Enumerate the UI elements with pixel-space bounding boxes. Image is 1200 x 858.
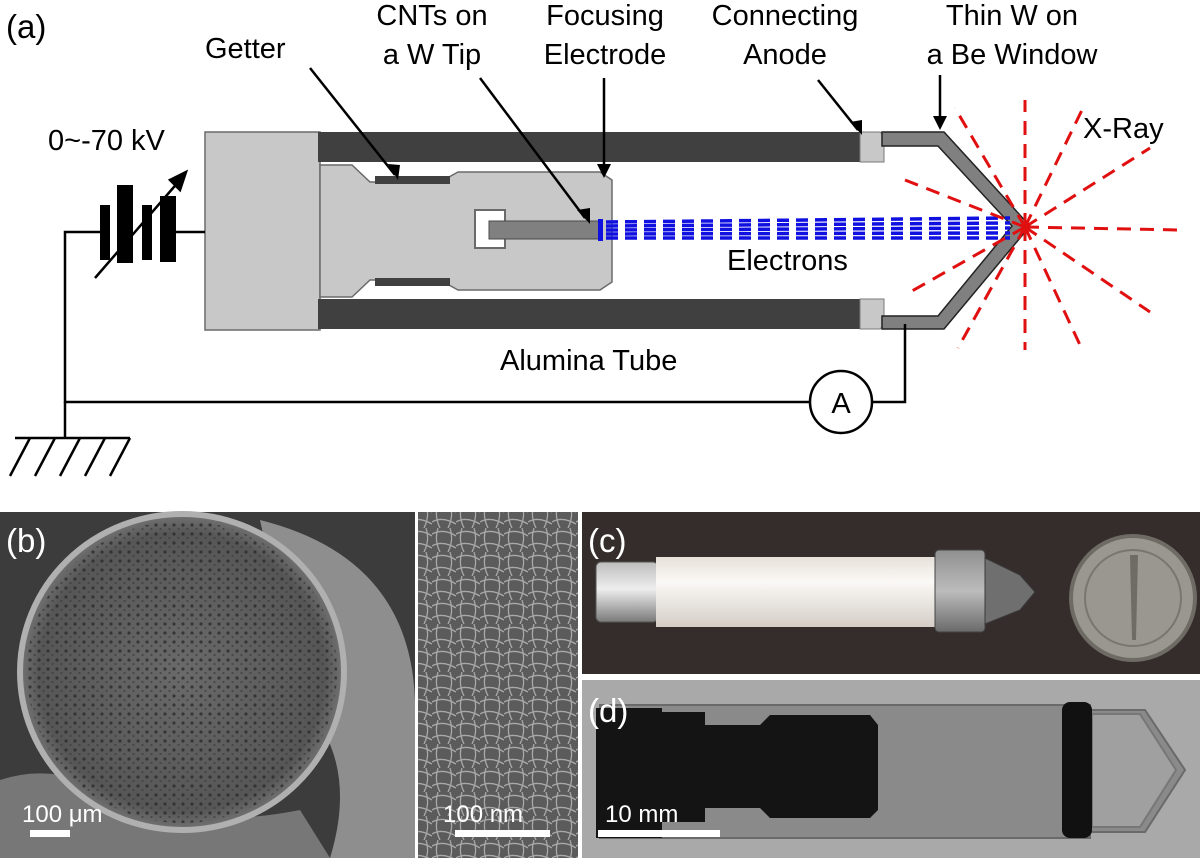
xray-anode-ring (1062, 702, 1092, 838)
connecting-anode-bottom (859, 298, 885, 330)
label-voltage: 0~-70 kV (48, 125, 166, 157)
label-focusing-2: Electrode (544, 39, 667, 71)
label-getter: Getter (205, 33, 286, 65)
label-arrowheads (388, 116, 947, 224)
scalebar-d-label: 10 mm (605, 801, 678, 828)
scalebar-b-left-label: 100 μm (22, 801, 103, 828)
panel-label-d: (d) (588, 692, 628, 729)
xray-cathode-assembly (596, 708, 878, 838)
sem-porous-texture (27, 521, 337, 823)
panel-label-c: (c) (588, 522, 626, 559)
cathode-assembly (204, 131, 321, 331)
label-pointers (309, 67, 942, 219)
anode-window (881, 131, 1031, 330)
w-tip (488, 220, 600, 240)
dime-torch-icon (1130, 555, 1138, 640)
label-thinw-1: Thin W on (946, 0, 1078, 32)
xray-rays (904, 100, 1181, 350)
variable-arrow-icon (94, 169, 189, 279)
tube-cathode-cap (595, 561, 659, 623)
scalebar-b-left (30, 830, 70, 837)
battery-icon (100, 185, 176, 263)
divider-cd (582, 674, 1200, 680)
panel-d: (d) 10 mm (582, 680, 1200, 858)
tube-anode-cone (984, 557, 1036, 625)
scalebar-b-right (455, 830, 550, 837)
alumina-tube-bottom (318, 299, 861, 329)
getter-bottom (375, 278, 450, 286)
tube-ceramic-body (656, 557, 941, 627)
ammeter-label: A (831, 388, 851, 420)
label-focusing-1: Focusing (546, 0, 664, 32)
label-thinw-2: a Be Window (927, 39, 1099, 71)
cnt-emitter (598, 219, 603, 241)
dime-coin-inner (1084, 549, 1182, 647)
getter-top (375, 176, 450, 184)
label-alumina: Alumina Tube (500, 345, 677, 377)
divider-vertical (578, 512, 582, 858)
label-connecting-2: Anode (743, 39, 827, 71)
label-electrons: Electrons (727, 245, 848, 277)
divider-b (415, 512, 418, 858)
label-connecting-1: Connecting (712, 0, 859, 32)
panel-label-b: (b) (6, 522, 46, 559)
label-cnts-2: a W Tip (383, 39, 481, 71)
connecting-anode-top (859, 131, 885, 163)
electron-beam (605, 216, 1011, 240)
scalebar-b-right-label: 100 nm (443, 801, 523, 828)
panel-c: (c) (582, 512, 1200, 674)
scalebar-d (598, 830, 720, 837)
tube-anode-ring (934, 549, 986, 633)
ammeter-icon (808, 369, 874, 435)
label-cnts-1: CNTs on (376, 0, 487, 32)
panel-label-a: (a) (6, 8, 46, 45)
sem-zoom-background (418, 512, 578, 858)
panel-b: (b) 100 μm 100 nm (0, 511, 578, 858)
circuit-wires (8, 230, 907, 477)
panel-a: A (a) Getter CNTs on a W Tip Focusing El… (6, 0, 1181, 477)
alumina-tube-top (318, 132, 861, 162)
label-xray: X-Ray (1083, 113, 1164, 145)
